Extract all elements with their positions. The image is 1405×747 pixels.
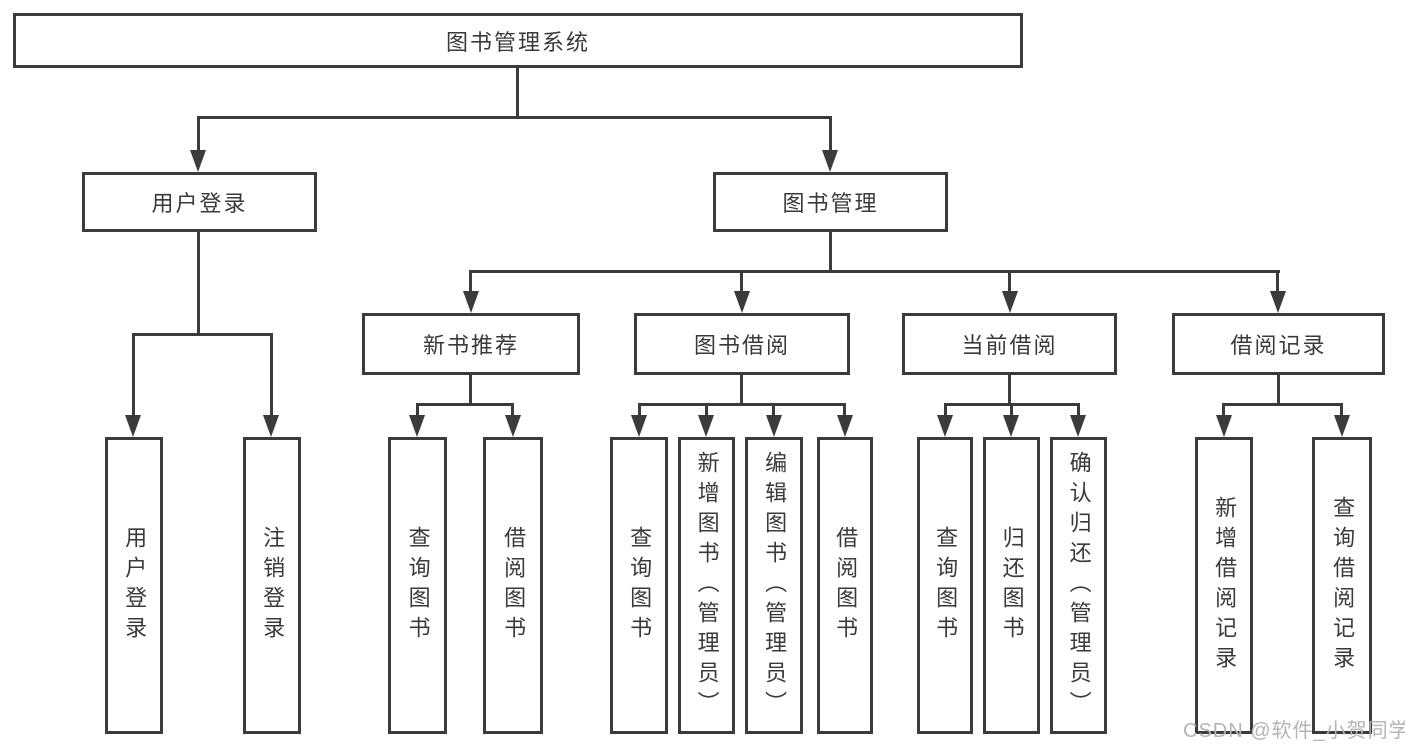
arrow-down-icon [1002, 291, 1018, 313]
node-book-management: 图书管理 [713, 172, 948, 232]
connector-line [829, 232, 832, 273]
leaf-borrow-books-borrowing: 借阅图书 [817, 437, 873, 734]
node-current-borrowing: 当前借阅 [902, 313, 1117, 375]
connector-line [705, 403, 708, 417]
connector-line [740, 270, 743, 293]
connector-line [270, 333, 273, 417]
connector-line [1010, 403, 1013, 417]
arrow-down-icon [698, 415, 714, 437]
node-label: 编辑图书（管理员） [762, 450, 788, 721]
leaf-query-books-recommend: 查询图书 [388, 437, 447, 734]
arrow-down-icon [937, 415, 953, 437]
node-label: 查询图书 [627, 525, 653, 646]
watermark: CSDN @软件_小贺同学 [1183, 720, 1405, 742]
arrow-down-icon [1334, 415, 1350, 437]
node-label: 归还图书 [999, 525, 1025, 646]
connector-line [416, 403, 419, 417]
connector-line [1277, 375, 1280, 406]
connector-line [1222, 403, 1342, 406]
node-label: 借阅记录 [1230, 333, 1327, 358]
leaf-add-borrow-record: 新增借阅记录 [1195, 437, 1253, 734]
node-label: 用户登录 [122, 525, 148, 646]
arrow-down-icon [1216, 415, 1232, 437]
leaf-query-books-current: 查询图书 [917, 437, 973, 734]
connector-line [1077, 403, 1080, 417]
connector-line [740, 375, 743, 406]
connector-line [772, 403, 775, 417]
node-label: 新增借阅记录 [1212, 495, 1238, 676]
node-label: 新书推荐 [422, 333, 519, 358]
node-label: 图书借阅 [693, 333, 790, 358]
arrow-down-icon [263, 415, 279, 437]
connector-line [197, 232, 200, 335]
connector-line [1340, 403, 1343, 417]
connector-line [132, 333, 135, 417]
arrow-down-icon [734, 291, 750, 313]
node-borrowing-records: 借阅记录 [1172, 313, 1385, 375]
leaf-edit-books-admin: 编辑图书（管理员） [745, 437, 803, 734]
node-label: 图书管理 [782, 191, 879, 216]
node-label: 查询借阅记录 [1330, 495, 1356, 676]
leaf-borrow-books-recommend: 借阅图书 [483, 437, 543, 734]
connector-line [1222, 403, 1225, 417]
node-label: 借阅图书 [501, 525, 527, 646]
arrow-down-icon [1270, 291, 1286, 313]
leaf-user-login: 用户登录 [105, 437, 163, 734]
connector-line [469, 375, 472, 406]
node-book-borrowing: 图书借阅 [634, 313, 850, 375]
arrow-down-icon [1070, 415, 1086, 437]
node-label: 当前借阅 [961, 333, 1058, 358]
leaf-return-books: 归还图书 [983, 437, 1040, 734]
node-label: 查询图书 [933, 525, 959, 646]
leaf-confirm-return-admin: 确认归还（管理员） [1050, 437, 1107, 734]
connector-line [1276, 270, 1279, 293]
arrow-down-icon [190, 150, 206, 172]
connector-line [511, 403, 514, 417]
connector-line [944, 403, 947, 417]
node-new-book-recommendation: 新书推荐 [362, 313, 580, 375]
leaf-add-books-admin: 新增图书（管理员） [678, 437, 735, 734]
node-label: 图书管理系统 [445, 29, 590, 55]
connector-line [1008, 270, 1011, 293]
connector-line [638, 403, 641, 417]
arrow-down-icon [766, 415, 782, 437]
node-label: 借阅图书 [833, 525, 859, 646]
node-label: 查询图书 [405, 525, 431, 646]
node-label: 确认归还（管理员） [1066, 450, 1092, 721]
leaf-query-borrow-record: 查询借阅记录 [1312, 437, 1372, 734]
connector-line [416, 403, 514, 406]
node-user-login: 用户登录 [82, 172, 317, 232]
node-label: 注销登录 [260, 525, 286, 646]
connector-line [1008, 375, 1011, 406]
connector-line [197, 116, 832, 119]
node-label: 用户登录 [151, 191, 248, 216]
node-root: 图书管理系统 [13, 13, 1023, 68]
arrow-down-icon [1003, 415, 1019, 437]
arrow-down-icon [631, 415, 647, 437]
arrow-down-icon [125, 415, 141, 437]
connector-line [132, 333, 273, 336]
connector-line [638, 403, 845, 406]
leaf-query-books-borrowing: 查询图书 [610, 437, 668, 734]
node-label: 新增图书（管理员） [694, 450, 720, 721]
arrow-down-icon [505, 415, 521, 437]
arrow-down-icon [837, 415, 853, 437]
connector-line [516, 68, 519, 119]
leaf-logout: 注销登录 [243, 437, 301, 734]
connector-line [197, 116, 200, 152]
arrow-down-icon [822, 150, 838, 172]
connector-line [843, 403, 846, 417]
connector-line [470, 270, 1280, 273]
arrow-down-icon [409, 415, 425, 437]
connector-line [829, 116, 832, 152]
arrow-down-icon [463, 291, 479, 313]
connector-line [469, 270, 472, 293]
